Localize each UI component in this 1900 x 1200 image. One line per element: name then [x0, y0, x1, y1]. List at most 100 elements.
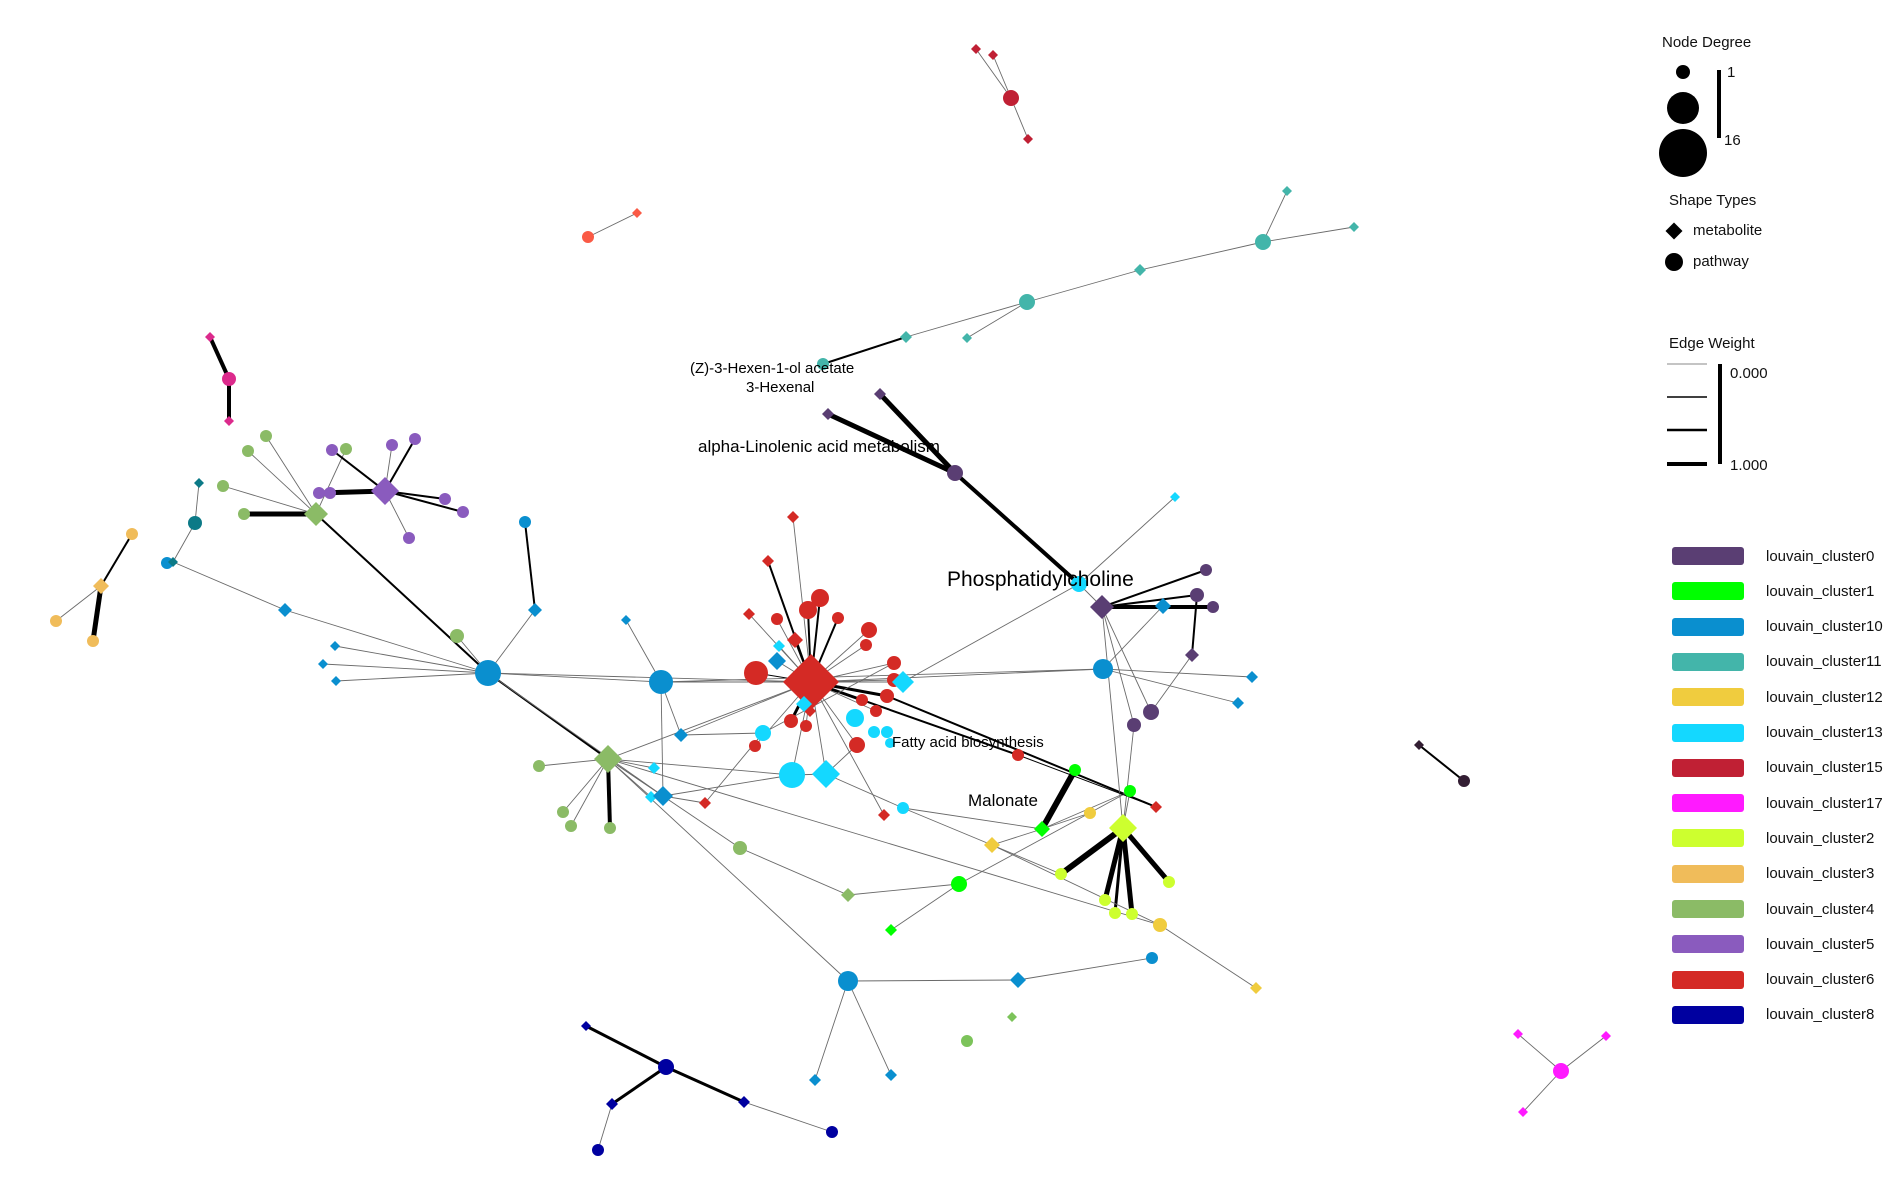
pathway-node[interactable] — [733, 841, 747, 855]
pathway-node[interactable] — [861, 622, 877, 638]
pathway-node[interactable] — [658, 1059, 674, 1075]
pathway-node[interactable] — [1069, 764, 1081, 776]
pathway-node[interactable] — [1190, 588, 1204, 602]
pathway-node[interactable] — [326, 444, 338, 456]
metabolite-node[interactable] — [1023, 134, 1033, 144]
pathway-node[interactable] — [222, 372, 236, 386]
pathway-node[interactable] — [947, 465, 963, 481]
metabolite-node[interactable] — [809, 1074, 821, 1086]
metabolite-node[interactable] — [699, 797, 711, 809]
metabolite-node[interactable] — [528, 603, 542, 617]
pathway-node[interactable] — [1124, 785, 1136, 797]
metabolite-node[interactable] — [783, 654, 839, 710]
metabolite-node[interactable] — [892, 671, 914, 693]
pathway-node[interactable] — [1099, 894, 1111, 906]
pathway-node[interactable] — [1109, 907, 1121, 919]
pathway-node[interactable] — [238, 508, 250, 520]
metabolite-node[interactable] — [1282, 186, 1292, 196]
pathway-node[interactable] — [126, 528, 138, 540]
metabolite-node[interactable] — [93, 578, 109, 594]
pathway-node[interactable] — [313, 487, 325, 499]
metabolite-node[interactable] — [621, 615, 631, 625]
metabolite-node[interactable] — [787, 632, 803, 648]
pathway-node[interactable] — [565, 820, 577, 832]
pathway-node[interactable] — [885, 738, 895, 748]
metabolite-node[interactable] — [1155, 598, 1171, 614]
metabolite-node[interactable] — [1090, 595, 1114, 619]
metabolite-node[interactable] — [738, 1096, 750, 1108]
metabolite-node[interactable] — [1150, 801, 1162, 813]
metabolite-node[interactable] — [878, 809, 890, 821]
pathway-node[interactable] — [533, 760, 545, 772]
pathway-node[interactable] — [582, 231, 594, 243]
pathway-node[interactable] — [242, 445, 254, 457]
pathway-node[interactable] — [457, 506, 469, 518]
pathway-node[interactable] — [1143, 704, 1159, 720]
pathway-node[interactable] — [1207, 601, 1219, 613]
metabolite-node[interactable] — [962, 333, 972, 343]
metabolite-node[interactable] — [988, 50, 998, 60]
pathway-node[interactable] — [1093, 659, 1113, 679]
pathway-node[interactable] — [409, 433, 421, 445]
pathway-node[interactable] — [826, 1126, 838, 1138]
metabolite-node[interactable] — [205, 332, 215, 342]
metabolite-node[interactable] — [841, 888, 855, 902]
pathway-node[interactable] — [592, 1144, 604, 1156]
pathway-node[interactable] — [880, 689, 894, 703]
metabolite-node[interactable] — [674, 728, 688, 742]
metabolite-node[interactable] — [318, 659, 328, 669]
metabolite-node[interactable] — [1349, 222, 1359, 232]
pathway-node[interactable] — [1153, 918, 1167, 932]
metabolite-node[interactable] — [330, 641, 340, 651]
pathway-node[interactable] — [217, 480, 229, 492]
metabolite-node[interactable] — [900, 331, 912, 343]
metabolite-node[interactable] — [194, 478, 204, 488]
pathway-node[interactable] — [87, 635, 99, 647]
pathway-node[interactable] — [897, 802, 909, 814]
pathway-node[interactable] — [1126, 908, 1138, 920]
metabolite-node[interactable] — [971, 44, 981, 54]
pathway-node[interactable] — [779, 762, 805, 788]
pathway-node[interactable] — [849, 737, 865, 753]
pathway-node[interactable] — [961, 1035, 973, 1047]
metabolite-node[interactable] — [874, 388, 886, 400]
pathway-node[interactable] — [188, 516, 202, 530]
metabolite-node[interactable] — [1246, 671, 1258, 683]
metabolite-node[interactable] — [581, 1021, 591, 1031]
pathway-node[interactable] — [1071, 576, 1087, 592]
pathway-node[interactable] — [1019, 294, 1035, 310]
metabolite-node[interactable] — [1232, 697, 1244, 709]
pathway-node[interactable] — [439, 493, 451, 505]
pathway-node[interactable] — [50, 615, 62, 627]
pathway-node[interactable] — [799, 601, 817, 619]
pathway-node[interactable] — [832, 612, 844, 624]
metabolite-node[interactable] — [594, 745, 622, 773]
pathway-node[interactable] — [1163, 876, 1175, 888]
pathway-node[interactable] — [260, 430, 272, 442]
metabolite-node[interactable] — [1034, 821, 1050, 837]
pathway-node[interactable] — [161, 557, 173, 569]
metabolite-node[interactable] — [787, 511, 799, 523]
pathway-node[interactable] — [951, 876, 967, 892]
pathway-node[interactable] — [557, 806, 569, 818]
pathway-node[interactable] — [1084, 807, 1096, 819]
pathway-node[interactable] — [1012, 749, 1024, 761]
pathway-node[interactable] — [475, 660, 501, 686]
metabolite-node[interactable] — [762, 555, 774, 567]
metabolite-node[interactable] — [1601, 1031, 1611, 1041]
pathway-node[interactable] — [755, 725, 771, 741]
metabolite-node[interactable] — [885, 1069, 897, 1081]
metabolite-node[interactable] — [984, 837, 1000, 853]
pathway-node[interactable] — [1146, 952, 1158, 964]
pathway-node[interactable] — [800, 720, 812, 732]
metabolite-node[interactable] — [224, 416, 234, 426]
pathway-node[interactable] — [1127, 718, 1141, 732]
pathway-node[interactable] — [340, 443, 352, 455]
metabolite-node[interactable] — [278, 603, 292, 617]
metabolite-node[interactable] — [1010, 972, 1026, 988]
pathway-node[interactable] — [519, 516, 531, 528]
pathway-node[interactable] — [744, 661, 768, 685]
pathway-node[interactable] — [868, 726, 880, 738]
metabolite-node[interactable] — [371, 477, 399, 505]
pathway-node[interactable] — [1055, 868, 1067, 880]
